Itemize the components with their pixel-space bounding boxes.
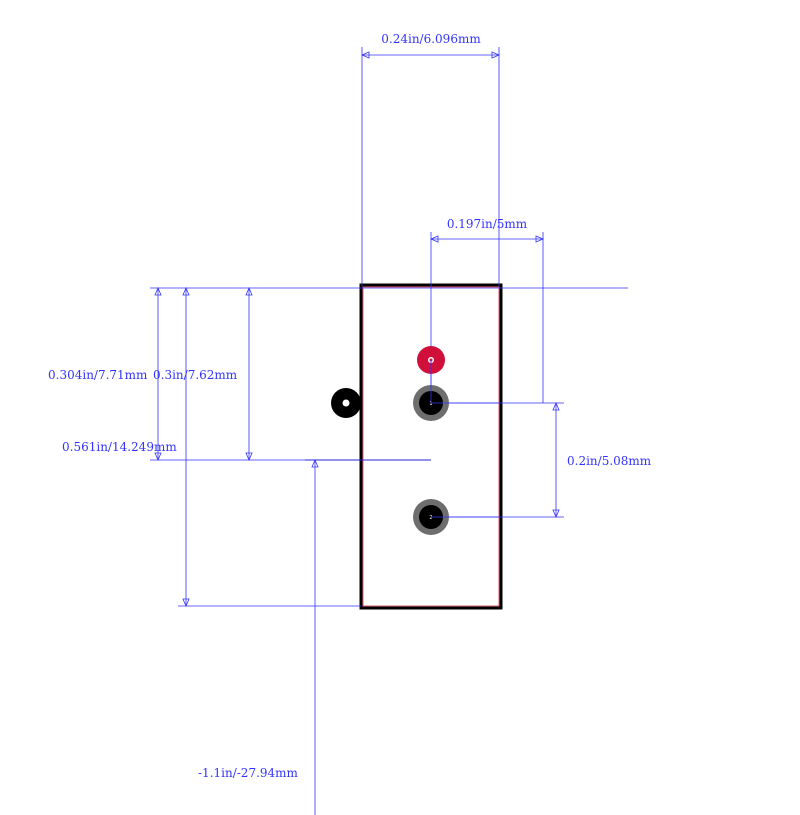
dim-width-arrow-right [491, 51, 501, 59]
pad-2-number: 2 [429, 515, 432, 521]
dim-pitch-arrow-top [552, 401, 560, 411]
polarity-marker-hole [342, 399, 350, 407]
dim-width-arrow-left [360, 51, 370, 59]
pads: 1 2 [331, 346, 499, 535]
dim-pin-arrow-right [535, 235, 545, 243]
label-height-a: 0.304in/7.71mm [48, 368, 148, 382]
dim-height-b-arrow-top [245, 286, 253, 296]
component-body [305, 283, 503, 610]
pad-1-number: 1 [429, 401, 432, 407]
dimension-lines [150, 47, 628, 815]
dim-offset-arrow-top [311, 458, 319, 468]
dim-total-arrow-bottom [182, 598, 190, 608]
dim-pitch-arrow-bottom [552, 509, 560, 519]
dim-height-a-arrow-top [154, 286, 162, 296]
dim-pin-arrow-left [429, 235, 439, 243]
label-pin-to-edge: 0.197in/5mm [447, 217, 528, 231]
dimension-labels: 0.24in/6.096mm 0.197in/5mm 0.2in/5.08mm … [48, 32, 652, 780]
label-total-height: 0.561in/14.249mm [62, 440, 177, 454]
dim-total-arrow-top [182, 286, 190, 296]
dim-height-b-arrow-bottom [245, 452, 253, 462]
label-height-b: 0.3in/7.62mm [153, 368, 238, 382]
label-pin-pitch: 0.2in/5.08mm [567, 454, 652, 468]
dim-height-a-arrow-bottom [154, 452, 162, 462]
label-body-width: 0.24in/6.096mm [381, 32, 481, 46]
label-offset-below: -1.1in/-27.94mm [198, 766, 299, 780]
